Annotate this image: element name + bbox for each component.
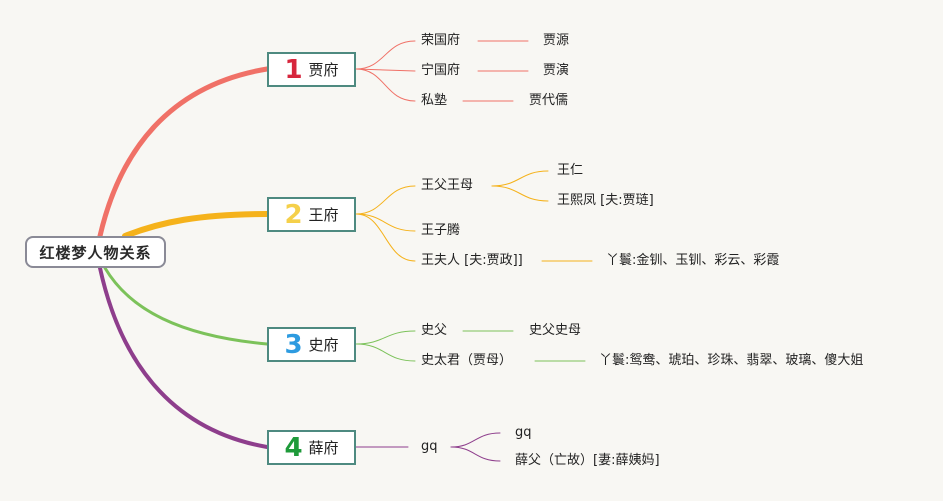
link-wang-wangfumu [355, 185, 416, 215]
root-label: 红楼梦人物关系 [39, 243, 152, 262]
curve-root-to-xue [98, 266, 269, 449]
leaf-wangfuren[interactable]: 王夫人 [夫:贾政]] [421, 253, 523, 268]
branch-number-1: 1 [284, 54, 303, 85]
leaf-wangren[interactable]: 王仁 [557, 163, 584, 178]
branch-node-jia[interactable]: 1 贾府 [267, 52, 356, 87]
branch-node-wang[interactable]: 2 王府 [267, 197, 356, 232]
leaf-sishu[interactable]: 私塾 [421, 93, 448, 108]
branch-node-shi[interactable]: 3 史府 [267, 327, 356, 362]
leaf-xuefu[interactable]: 薛父（亡故）[妻:薛姨妈] [515, 453, 660, 468]
leaf-rongguofu[interactable]: 荣国府 [421, 33, 461, 48]
link-wang-wangziteng [355, 213, 416, 232]
curve-root-to-jia [97, 66, 270, 239]
leaf-ningguofu[interactable]: 宁国府 [421, 63, 461, 78]
link-jia-ning [355, 68, 416, 72]
branch-node-xue[interactable]: 4 薛府 [267, 430, 356, 465]
leaf-jiadairu[interactable]: 贾代儒 [529, 93, 569, 108]
branch-label-xue: 薛府 [308, 439, 339, 457]
branch-number-4: 4 [284, 432, 303, 463]
leaf-shitaijun-maids[interactable]: 丫鬟:鸳鸯、琥珀、珍珠、翡翠、玻璃、傻大姐 [599, 353, 864, 368]
branch-label-shi: 史府 [308, 336, 339, 354]
branch-number-2: 2 [284, 199, 303, 230]
leaf-wangxifeng[interactable]: 王熙凤 [夫:贾琏] [557, 193, 654, 208]
link-jia-rong [355, 40, 416, 70]
link-wang-wangfuren [355, 213, 416, 262]
link-gq-xuefu [450, 446, 501, 462]
branch-label-wang: 王府 [308, 206, 339, 224]
link-jia-sishu [355, 68, 416, 102]
leaf-jiayan[interactable]: 贾演 [543, 63, 570, 78]
leaf-gq-child[interactable]: gq [515, 425, 532, 440]
link-gq-gq [450, 432, 501, 448]
branch-label-jia: 贾府 [308, 61, 339, 79]
branch-number-3: 3 [284, 329, 303, 360]
leaf-shitaijun[interactable]: 史太君（贾母） [421, 353, 513, 368]
curve-root-to-wang [122, 211, 270, 239]
leaf-wangfu-wangmu[interactable]: 王父王母 [421, 178, 474, 193]
root-node[interactable]: 红楼梦人物关系 [25, 236, 166, 268]
leaf-shifu[interactable]: 史父 [421, 323, 448, 338]
leaf-jiayuan[interactable]: 贾源 [543, 33, 570, 48]
leaf-wangziteng[interactable]: 王子腾 [421, 223, 461, 238]
leaf-wangfuren-maids[interactable]: 丫鬟:金钏、玉钏、彩云、彩霞 [606, 253, 780, 268]
leaf-shifu-shimu[interactable]: 史父史母 [529, 323, 582, 338]
link-wangfumu-wangxifeng [491, 185, 549, 202]
link-wangfumu-wangren [491, 170, 549, 187]
link-shi-shitaijun [355, 343, 416, 362]
curve-root-to-shi [103, 266, 269, 346]
leaf-gq-parent[interactable]: gq [421, 439, 438, 454]
link-shi-shifu [355, 330, 416, 345]
